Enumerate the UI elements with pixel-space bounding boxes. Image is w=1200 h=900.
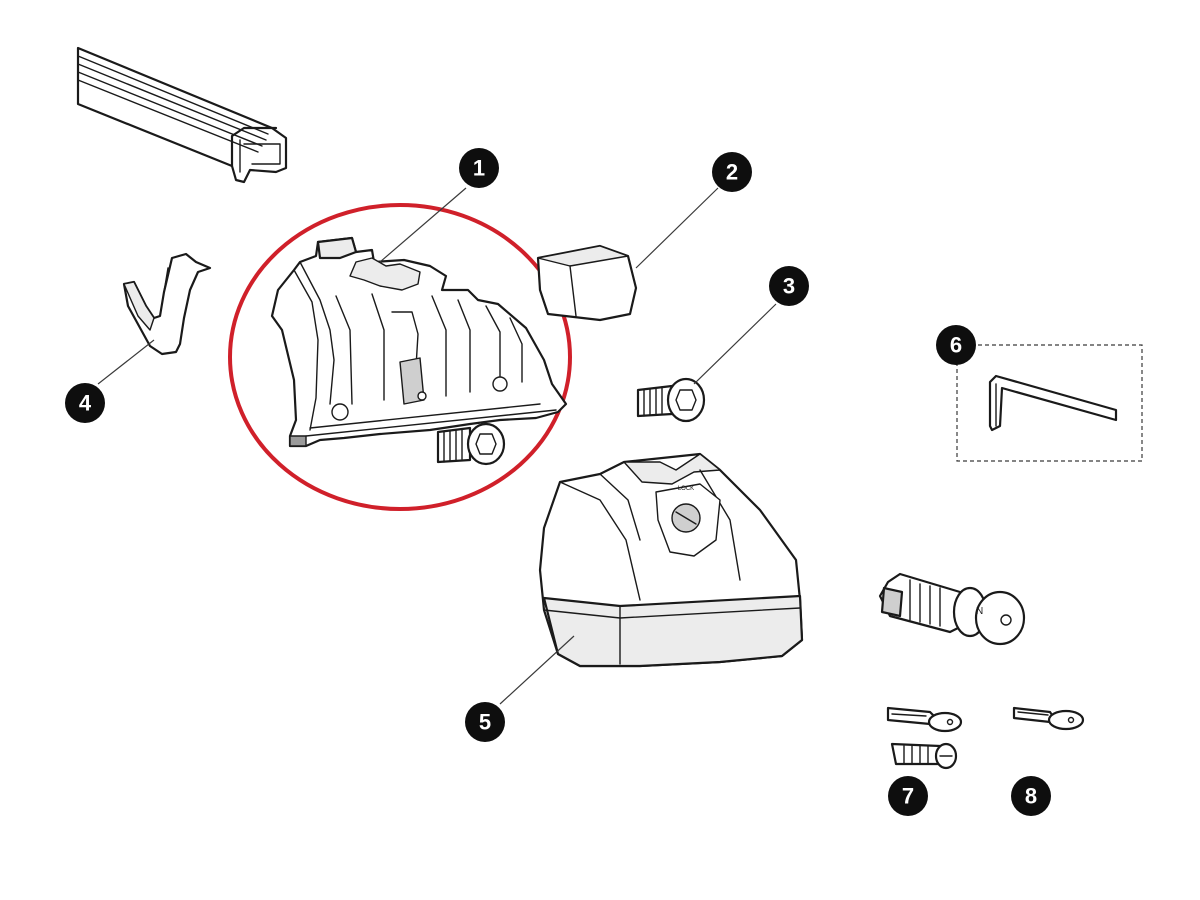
svg-text:7: 7 bbox=[902, 784, 914, 809]
lock-key-mark: N bbox=[976, 606, 983, 617]
roof-bar-illustration bbox=[76, 46, 288, 184]
svg-text:4: 4 bbox=[79, 391, 92, 416]
badge-part-2: 2 bbox=[712, 152, 752, 192]
leader-1 bbox=[379, 187, 467, 263]
svg-text:5: 5 bbox=[479, 710, 491, 735]
badge-part-8: 8 bbox=[1011, 776, 1051, 816]
cover-emblem-text: LOCK bbox=[678, 486, 694, 492]
hex-bolt-inner-illustration bbox=[436, 422, 506, 466]
svg-text:3: 3 bbox=[783, 274, 795, 299]
svg-text:2: 2 bbox=[726, 160, 738, 185]
badge-part-3: 3 bbox=[769, 266, 809, 306]
allen-key-illustration bbox=[956, 344, 1143, 462]
spring-clip-illustration bbox=[122, 252, 212, 356]
lock-cylinder-key-illustration: N bbox=[878, 572, 1026, 646]
leader-lines bbox=[97, 187, 777, 705]
badge-part-7: 7 bbox=[888, 776, 928, 816]
svg-text:6: 6 bbox=[950, 333, 962, 358]
leader-2 bbox=[635, 187, 719, 269]
svg-text:1: 1 bbox=[473, 156, 485, 181]
lock-cylinder-with-keys-illustration bbox=[886, 706, 963, 770]
highlight-ellipse bbox=[228, 203, 572, 511]
svg-text:8: 8 bbox=[1025, 784, 1037, 809]
foot-pad-bracket-illustration bbox=[270, 236, 568, 448]
spare-key-illustration bbox=[1012, 706, 1085, 731]
foot-cover-illustration: LOCK bbox=[538, 452, 804, 668]
leader-3 bbox=[693, 303, 777, 385]
badge-part-1: 1 bbox=[459, 148, 499, 188]
leader-4 bbox=[97, 339, 155, 385]
leader-5 bbox=[499, 635, 575, 705]
hex-bolt-illustration bbox=[636, 377, 706, 423]
badge-part-6: 6 bbox=[936, 325, 976, 365]
allen-key-dashed-box bbox=[956, 344, 1143, 462]
badge-part-4: 4 bbox=[65, 383, 105, 423]
rubber-pad-illustration bbox=[536, 244, 638, 322]
badge-part-5: 5 bbox=[465, 702, 505, 742]
